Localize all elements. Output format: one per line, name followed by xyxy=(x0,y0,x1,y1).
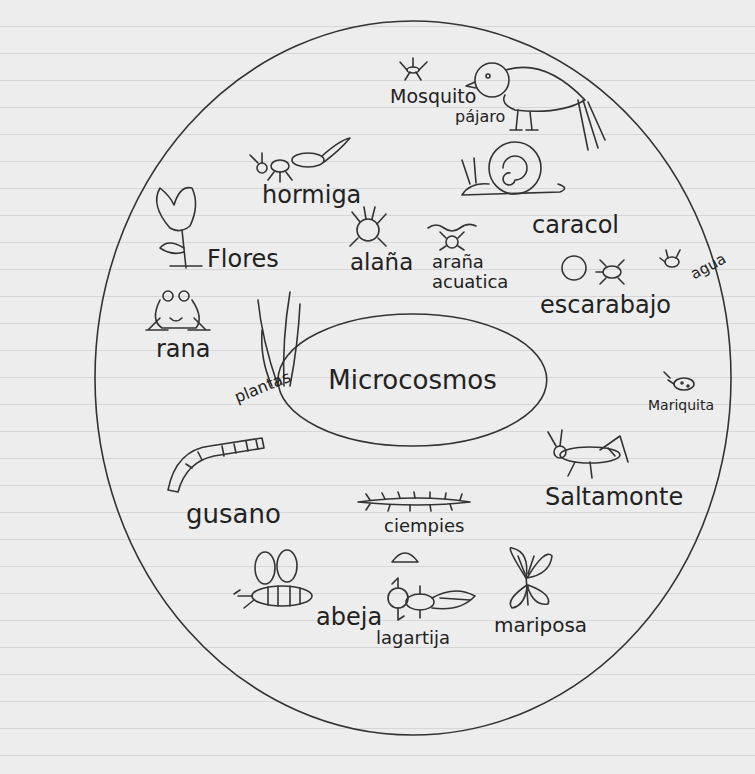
centipede-drawing xyxy=(358,492,470,511)
bird-drawing xyxy=(466,63,605,150)
animal-label: hormiga xyxy=(262,182,361,208)
water-bug-drawing xyxy=(660,250,680,267)
animal-label: Saltamonte xyxy=(545,484,683,510)
oval-shape xyxy=(278,314,547,446)
mosquito-drawing xyxy=(400,58,427,80)
flower-drawing xyxy=(157,188,202,268)
center-oval: Microcosmos xyxy=(276,312,549,448)
animal-label: rana xyxy=(156,336,211,362)
spider-drawing xyxy=(350,207,386,246)
bee-drawing xyxy=(234,550,312,608)
shell-drawing xyxy=(392,553,418,562)
animal-label: alaña xyxy=(350,250,413,275)
ant-drawing xyxy=(250,138,350,182)
animal-label: caracol xyxy=(532,212,619,238)
plant-label: Flores xyxy=(207,246,279,272)
grasshopper-drawing xyxy=(548,430,628,478)
lizard-drawing xyxy=(388,578,475,620)
animal-label: abeja xyxy=(316,604,382,630)
beetle-drawing xyxy=(562,256,624,284)
animal-label: Mosquito xyxy=(390,86,476,107)
animal-label: araña acuatica xyxy=(432,252,530,292)
animal-label: gusano xyxy=(186,500,281,529)
ladybug-drawing xyxy=(664,372,694,390)
butterfly-drawing xyxy=(510,548,552,608)
animal-label: pájaro xyxy=(455,108,505,126)
animal-label: Mariquita xyxy=(648,398,714,413)
water-spider-drawing xyxy=(428,224,476,250)
note-label: agua xyxy=(688,250,729,282)
frog-drawing xyxy=(146,291,210,330)
worm-drawing xyxy=(168,438,264,492)
snail-drawing xyxy=(462,142,565,195)
center-title: Microcosmos xyxy=(328,365,497,395)
animal-label: lagartija xyxy=(376,628,450,648)
animal-label: ciempies xyxy=(384,516,464,536)
animal-label: escarabajo xyxy=(540,292,671,318)
animal-label: mariposa xyxy=(494,614,587,636)
outer-circle xyxy=(95,21,731,735)
